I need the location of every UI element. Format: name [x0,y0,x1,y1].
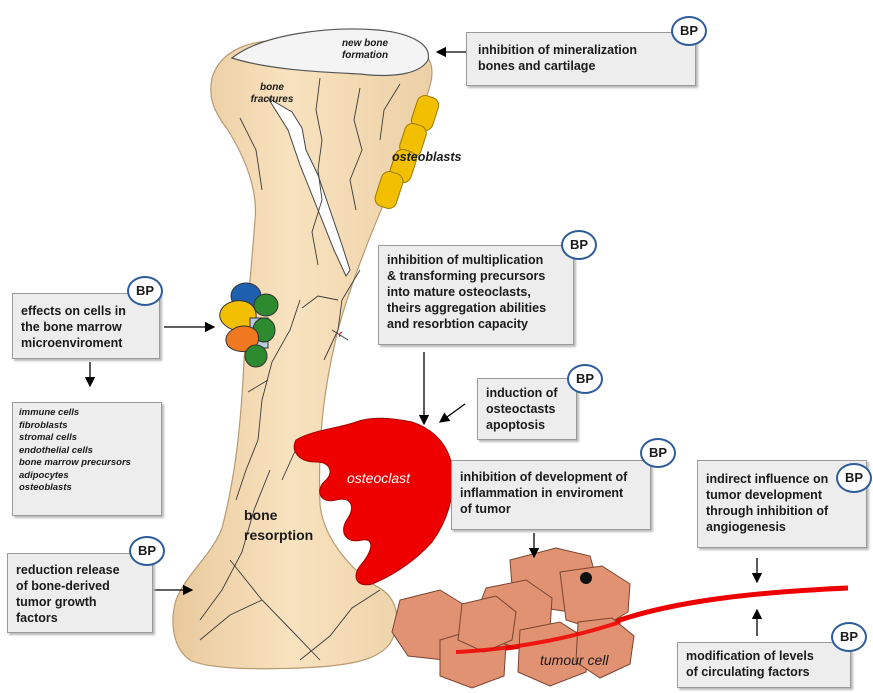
bp-badge-bone-marrow: BP [127,276,163,306]
box-inflammation: inhibition of development of inflammatio… [451,460,651,530]
osteoclast-label: osteoclast [347,470,410,486]
marrow-cell-list: immune cells fibroblasts stromal cells e… [12,402,162,516]
new-bone-formation-label: new bone formation [330,38,400,62]
bp-badge-mineralization: BP [671,16,707,46]
box-mineralization: inhibition of mineralization bones and c… [466,32,696,86]
bone-resorption-label: bone resorption [244,505,313,545]
bp-badge-apoptosis: BP [567,364,603,394]
box-multiplication: inhibition of multiplication & transform… [378,245,574,345]
box-growth-factors: reduction release of bone-derived tumor … [7,553,153,633]
bp-badge-growth-factors: BP [129,536,165,566]
box-circulating: modification of levels of circulating fa… [677,642,851,688]
tumour-nucleus [580,572,592,584]
bp-badge-inflammation: BP [640,438,676,468]
arrow-to-osteoclast-apoptosis [440,404,465,422]
bp-badge-angiogenesis: BP [836,463,872,493]
bp-badge-multiplication: BP [561,230,597,260]
tumour-cell-label: tumour cell [540,652,608,668]
osteoblasts-label: osteoblasts [392,150,461,164]
bone-fractures-label: bone fractures [244,82,300,106]
bp-badge-circulating: BP [831,622,867,652]
box-apoptosis: induction of osteoctasts apoptosis [477,378,577,440]
